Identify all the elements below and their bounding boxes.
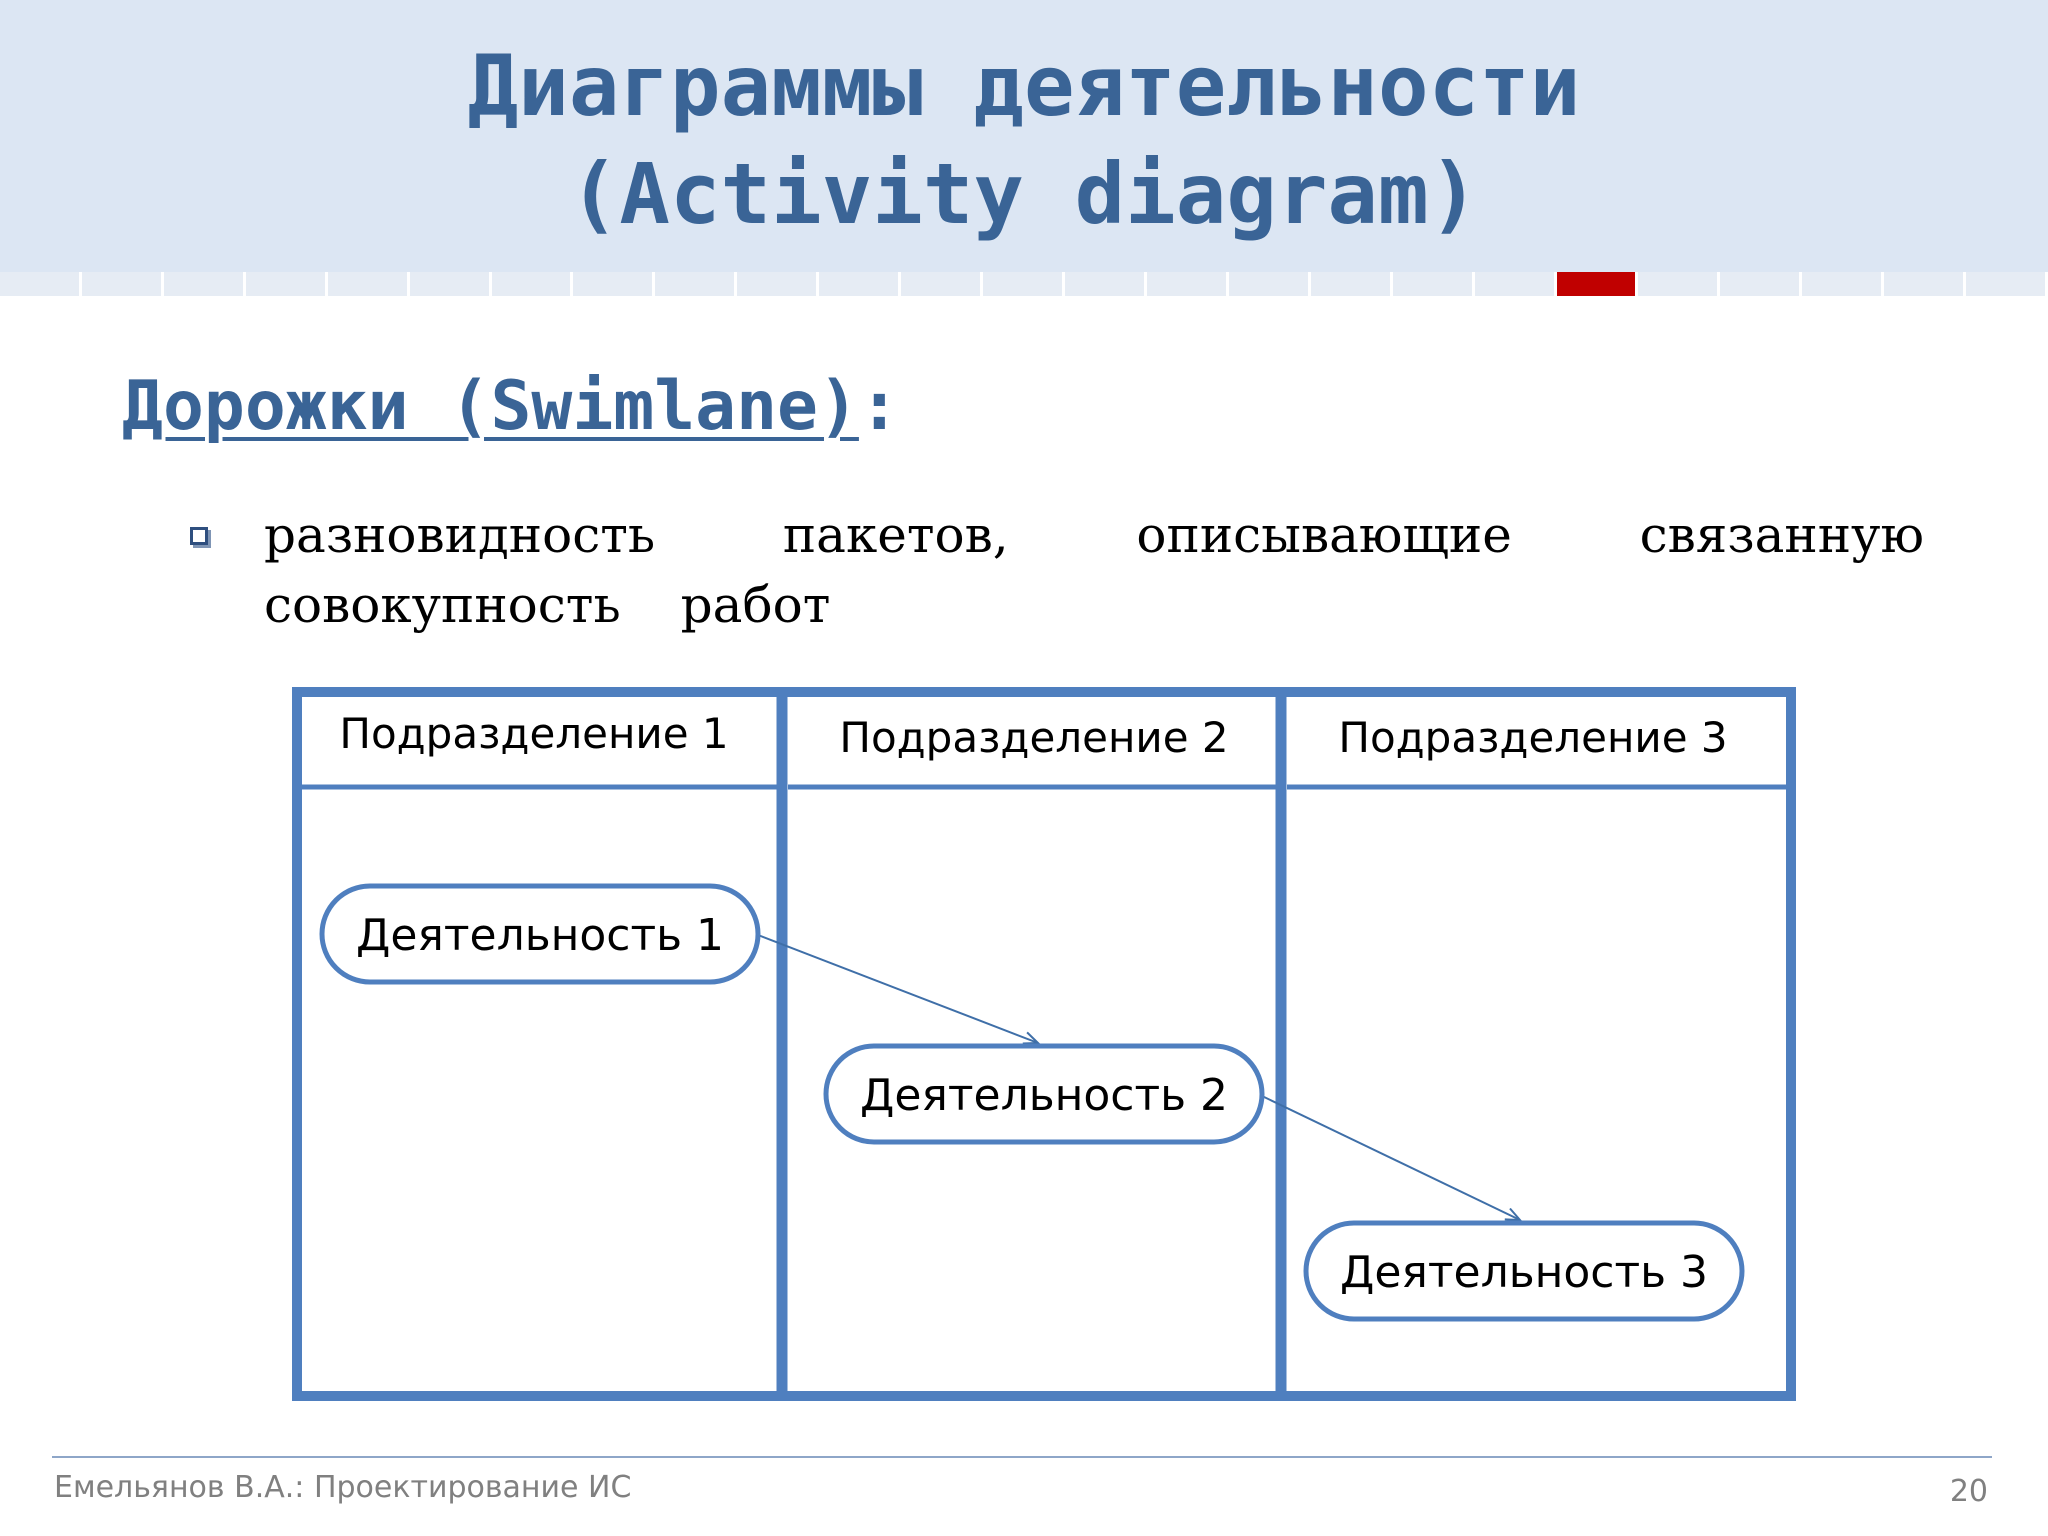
bullet-text-line-1: разновидность пакетов, описывающие связа… [264,500,1924,570]
progress-segment [983,272,1065,296]
slide-progress-bar [0,272,2048,296]
progress-segment-current [1556,272,1639,296]
progress-segment [573,272,656,296]
progress-segment [0,272,82,296]
bullet-word: совокупность [264,576,621,634]
progress-segment [1392,272,1475,296]
section-heading-text: Дорожки (Swimlane) [122,367,859,446]
progress-segment [1884,272,1967,296]
progress-segment [1802,272,1885,296]
progress-segment [1146,272,1229,296]
activity-label: Деятельность 2 [860,1070,1228,1121]
bullet-word: работ [680,576,831,634]
progress-segment [1064,272,1147,296]
activity-node [319,883,761,985]
activity-node [1303,1220,1745,1322]
square-bullet-icon [190,527,208,545]
progress-segment [1966,272,2048,296]
bullet-word: описывающие [1136,506,1512,564]
section-heading: Дорожки (Swimlane): [122,362,900,452]
activity-label: Деятельность 3 [1340,1247,1708,1298]
lane-title: Подразделение 2 [839,713,1228,762]
progress-segment [491,272,574,296]
section-heading-colon: : [858,367,900,446]
progress-segment [655,272,738,296]
footer-divider [52,1456,1992,1458]
activity-node [823,1043,1265,1145]
progress-segment [1638,272,1721,296]
page-number: 20 [1949,1474,1988,1509]
progress-segment [737,272,820,296]
bullet-word: пакетов, [782,506,1009,564]
progress-segment [1474,272,1557,296]
control-flow-arrow [1261,1095,1520,1220]
progress-segment [163,272,246,296]
progress-segment [327,272,410,296]
progress-segment [245,272,328,296]
progress-segment [81,272,164,296]
progress-segment [901,272,984,296]
bullet-word: связанную [1639,506,1924,564]
progress-segment [1310,272,1393,296]
control-flow-arrow [757,934,1038,1043]
bullet-word: разновидность [264,506,656,564]
slide-title-line-1: Диаграммы деятельности [467,37,1581,135]
title-banner [0,0,2048,272]
bullet-text-line-2: совокупность работ [264,570,830,640]
progress-segment [409,272,492,296]
footer-author: Емельянов В.А.: Проектирование ИС [54,1470,632,1505]
progress-segment [1228,272,1311,296]
slide-title: Диаграммы деятельности (Activity diagram… [0,32,2048,248]
activity-label: Деятельность 1 [356,910,724,961]
progress-segment [1720,272,1803,296]
lane-title: Подразделение 1 [339,709,728,758]
slide-title-line-2: (Activity diagram) [568,145,1480,243]
progress-segment [819,272,902,296]
lane-title: Подразделение 3 [1338,713,1727,762]
